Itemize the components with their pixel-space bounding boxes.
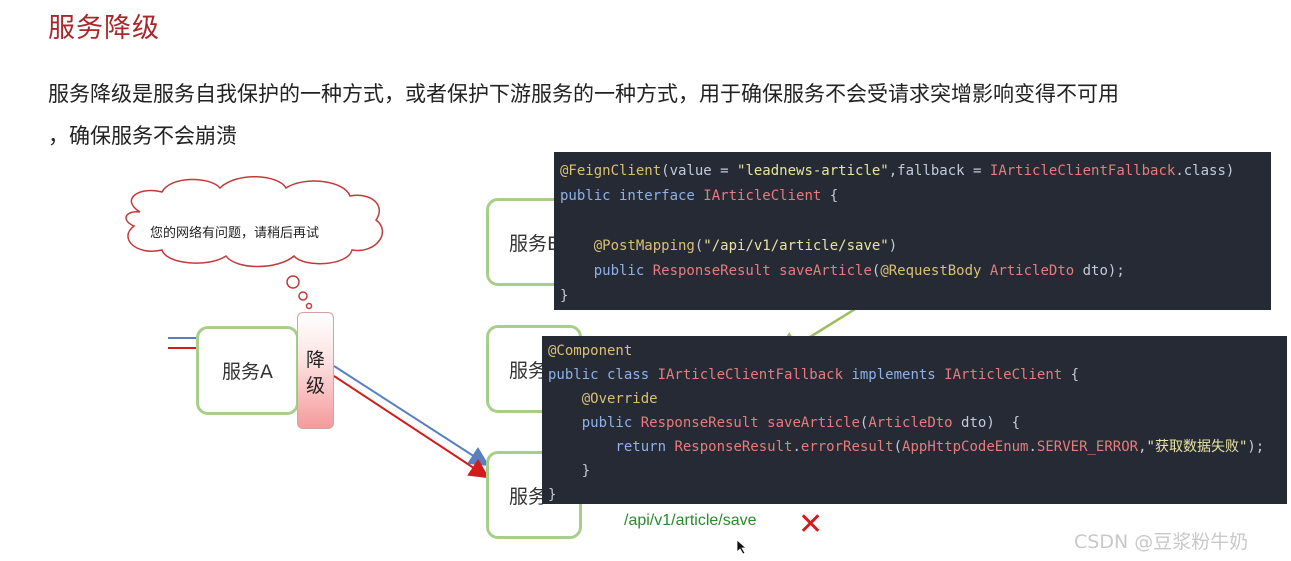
code-token: @Override [548, 391, 658, 407]
degrade-box: 降 级 [297, 312, 334, 429]
code-token: public [560, 263, 653, 279]
code-token: dto); [1082, 263, 1125, 279]
code-token: ( [871, 263, 881, 279]
service-a-label: 服务A [222, 361, 273, 383]
cloud-error-message: 您的网络有问题，请稍后再试 [150, 226, 320, 241]
code-token: dto) { [961, 415, 1021, 431]
thought-cloud [125, 176, 383, 268]
code-token: "获取数据失败" [1146, 439, 1248, 455]
code-token: "leadnews-article" [737, 163, 889, 179]
code-line: @PostMapping("/api/v1/article/save") [560, 235, 897, 257]
code-token: , [1138, 439, 1147, 455]
service-a-box: 服务A [196, 326, 299, 415]
code-token: @PostMapping [560, 238, 695, 254]
code-line: public ResponseResult saveArticle(Articl… [548, 412, 1020, 434]
code-token: @FeignClient [560, 163, 662, 179]
service-b-label: 服务B [509, 232, 561, 255]
code-token: ( [694, 238, 704, 254]
code-token: { [821, 188, 839, 204]
code-token: } [548, 463, 591, 479]
code-token: } [548, 487, 557, 503]
code-token: IArticleClient [944, 367, 1063, 383]
mouse-cursor-icon [736, 539, 748, 555]
code-token: errorResult [800, 439, 894, 455]
code-token: saveArticle [779, 263, 872, 279]
failed-request-url: /api/v1/article/save [624, 512, 757, 529]
failure-x-icon: ✕ [798, 507, 824, 542]
code-token: ResponseResult [674, 439, 793, 455]
code-token: "/api/v1/article/save" [703, 238, 889, 254]
code-token: IArticleClient [703, 188, 822, 204]
outgoing-blue-arrow [333, 365, 490, 467]
code-token: ); [1247, 439, 1265, 455]
description-line-1: 服务降级是服务自我保护的一种方式，或者保护下游服务的一种方式，用于确保服务不会受… [48, 82, 1119, 106]
code-token: AppHttpCodeEnum [902, 439, 1029, 455]
code-token: ArticleDto [868, 415, 962, 431]
code-line: } [548, 460, 590, 482]
code-token: return [548, 439, 675, 455]
code-token: . [792, 439, 801, 455]
code-line: @Component [548, 340, 632, 362]
code-token: . [1028, 439, 1037, 455]
code-token: ArticleDto [989, 263, 1083, 279]
code-line: } [560, 285, 568, 307]
code-token: @Component [548, 343, 633, 359]
code-token: ( [893, 439, 903, 455]
code-token: { [1062, 367, 1080, 383]
code-line: } [548, 484, 556, 506]
code-line: @FeignClient(value = "leadnews-article",… [560, 160, 1234, 182]
service-c-label: 服务 [509, 359, 548, 382]
code-token: public class [548, 367, 658, 383]
page-title: 服务降级 [48, 13, 160, 44]
code-token: ) [888, 238, 898, 254]
code-token: @RequestBody [880, 263, 990, 279]
outgoing-red-arrow [333, 375, 490, 479]
degrade-char-2: 级 [305, 375, 325, 397]
code-token: implements [851, 367, 945, 383]
code-line: @Override [548, 388, 658, 410]
code-token: ResponseResult [640, 415, 768, 431]
code-token: IArticleClientFallback [989, 163, 1176, 179]
feign-client-code-block: @FeignClient(value = "leadnews-article",… [554, 152, 1271, 310]
code-token: (value = [661, 163, 738, 179]
code-token: ResponseResult [652, 263, 780, 279]
service-d-label: 服务 [509, 485, 548, 508]
thought-bubble-2 [298, 291, 308, 301]
code-token: public [548, 415, 641, 431]
csdn-watermark: CSDN @豆浆粉牛奶 [1074, 531, 1249, 553]
code-token: saveArticle [767, 415, 860, 431]
description-line-2: ，确保服务不会崩溃 [48, 124, 237, 148]
code-line: public interface IArticleClient { [560, 185, 838, 207]
code-token: IArticleClientFallback [657, 367, 852, 383]
code-token: SERVER_ERROR [1036, 439, 1139, 455]
code-token: public interface [560, 188, 704, 204]
thought-bubble-1 [286, 275, 300, 289]
code-token: ,fallback = [888, 163, 990, 179]
thought-bubble-3 [305, 302, 313, 310]
degrade-char-1: 降 [305, 349, 325, 371]
fallback-code-block: @Component public class IArticleClientFal… [542, 336, 1287, 504]
code-line: return ResponseResult.errorResult(AppHtt… [548, 436, 1264, 458]
code-token: .class) [1175, 163, 1235, 179]
code-token: } [560, 288, 569, 304]
code-line: public class IArticleClientFallback impl… [548, 364, 1079, 386]
code-line: public ResponseResult saveArticle(@Reque… [560, 260, 1125, 282]
code-token: ( [859, 415, 869, 431]
